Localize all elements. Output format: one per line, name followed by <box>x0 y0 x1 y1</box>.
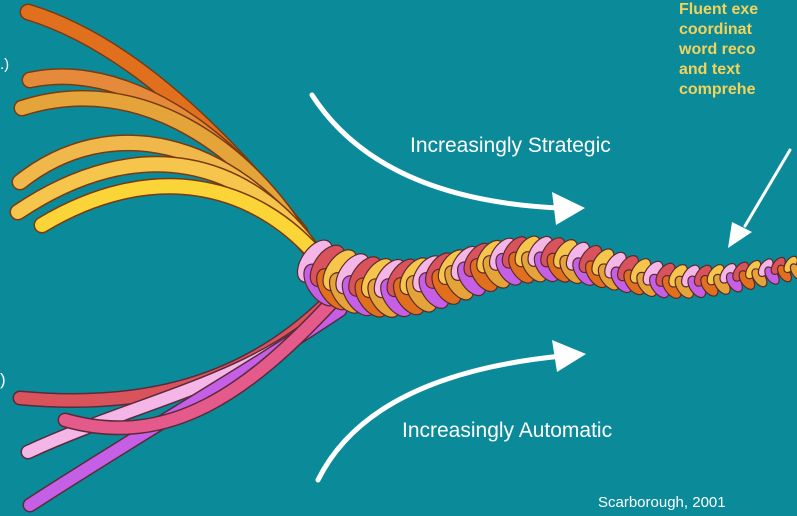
increasingly-strategic-label: Increasingly Strategic <box>410 134 611 157</box>
lower-strand <box>59 296 338 434</box>
upper-rope-strands <box>9 3 331 271</box>
strategic-arrow <box>309 92 585 225</box>
fluent-pointer-arrow <box>728 148 792 248</box>
lower-rope-strands <box>12 292 348 513</box>
increasingly-automatic-label: Increasingly Automatic <box>402 419 613 442</box>
automatic-arrow <box>315 340 586 483</box>
left-upper-text-fragment: .) <box>0 56 10 73</box>
upper-strand <box>35 179 329 269</box>
left-lower-text-fragment: ) <box>0 370 6 389</box>
fluent-execution-label: Fluent exe coordinat word reco and text … <box>679 1 759 98</box>
braid-twist <box>789 263 797 281</box>
braided-rope <box>296 235 797 318</box>
citation-label: Scarborough, 2001 <box>598 494 726 511</box>
